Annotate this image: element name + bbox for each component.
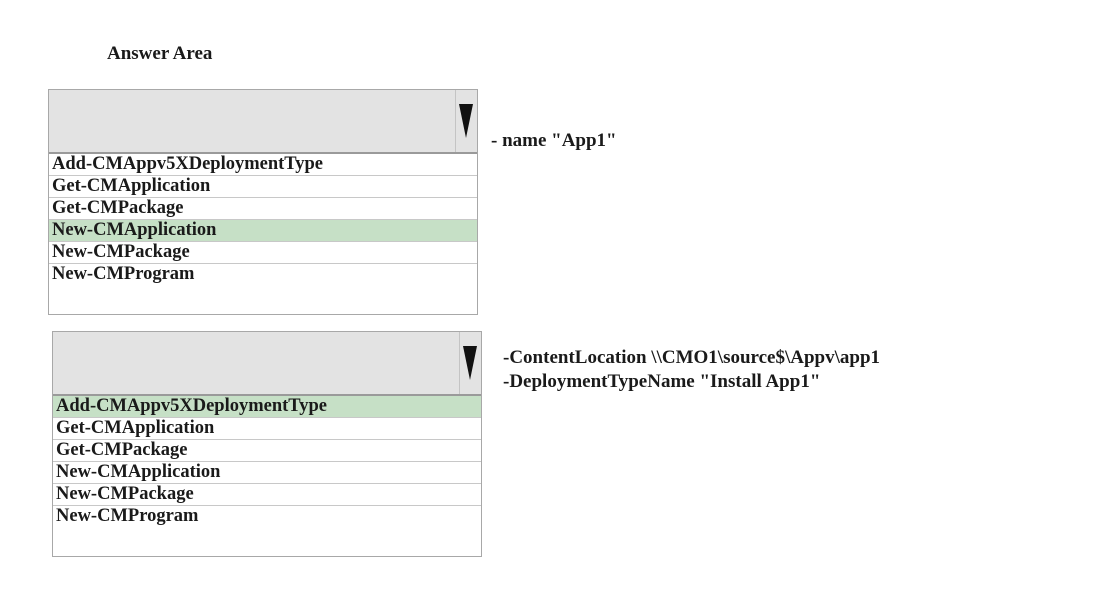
dropdown-1-options: Add-CMAppv5XDeploymentType Get-CMApplica…: [49, 154, 477, 286]
dropdown-1-selected-display[interactable]: [49, 90, 477, 154]
dropdown-2-option-add-cmappv5xdeploymenttype[interactable]: Add-CMAppv5XDeploymentType: [53, 396, 481, 418]
dropdown-2-toggle[interactable]: [459, 332, 481, 394]
dropdown-2-options: Add-CMAppv5XDeploymentType Get-CMApplica…: [53, 396, 481, 528]
dropdown-1-option-new-cmprogram[interactable]: New-CMProgram: [52, 264, 195, 284]
dropdown-1-parameter-text: - name "App1": [491, 129, 617, 153]
parameter-line: - name "App1": [491, 130, 617, 151]
dropdown-1-option-new-cmapplication[interactable]: New-CMApplication: [49, 220, 477, 242]
cmdlet-dropdown-2[interactable]: Add-CMAppv5XDeploymentType Get-CMApplica…: [52, 331, 482, 557]
dropdown-2-option-get-cmapplication[interactable]: Get-CMApplication: [53, 418, 481, 440]
cmdlet-dropdown-1[interactable]: Add-CMAppv5XDeploymentType Get-CMApplica…: [48, 89, 478, 315]
parameter-line: -DeploymentTypeName "Install App1": [503, 371, 821, 392]
dropdown-1-option-new-cmpackage[interactable]: New-CMPackage: [49, 242, 477, 264]
parameter-line: -ContentLocation \\CMO1\source$\Appv\app…: [503, 347, 881, 368]
dropdown-1-toggle[interactable]: [455, 90, 477, 152]
dropdown-1-option-get-cmapplication[interactable]: Get-CMApplication: [49, 176, 477, 198]
dropdown-2-option-new-cmpackage[interactable]: New-CMPackage: [53, 484, 481, 506]
dropdown-2-parameter-text: -ContentLocation \\CMO1\source$\Appv\app…: [503, 346, 880, 394]
answer-area-title: Answer Area: [107, 43, 213, 64]
dropdown-2-option-new-cmapplication[interactable]: New-CMApplication: [53, 462, 481, 484]
dropdown-2-selected-display[interactable]: [53, 332, 481, 396]
triangle-down-icon: [459, 104, 473, 138]
dropdown-2-option-get-cmpackage[interactable]: Get-CMPackage: [53, 440, 481, 462]
triangle-down-icon: [463, 346, 477, 380]
dropdown-1-option-add-cmappv5xdeploymenttype[interactable]: Add-CMAppv5XDeploymentType: [49, 154, 477, 176]
dropdown-2-option-new-cmprogram[interactable]: New-CMProgram: [56, 506, 199, 526]
dropdown-1-option-get-cmpackage[interactable]: Get-CMPackage: [49, 198, 477, 220]
